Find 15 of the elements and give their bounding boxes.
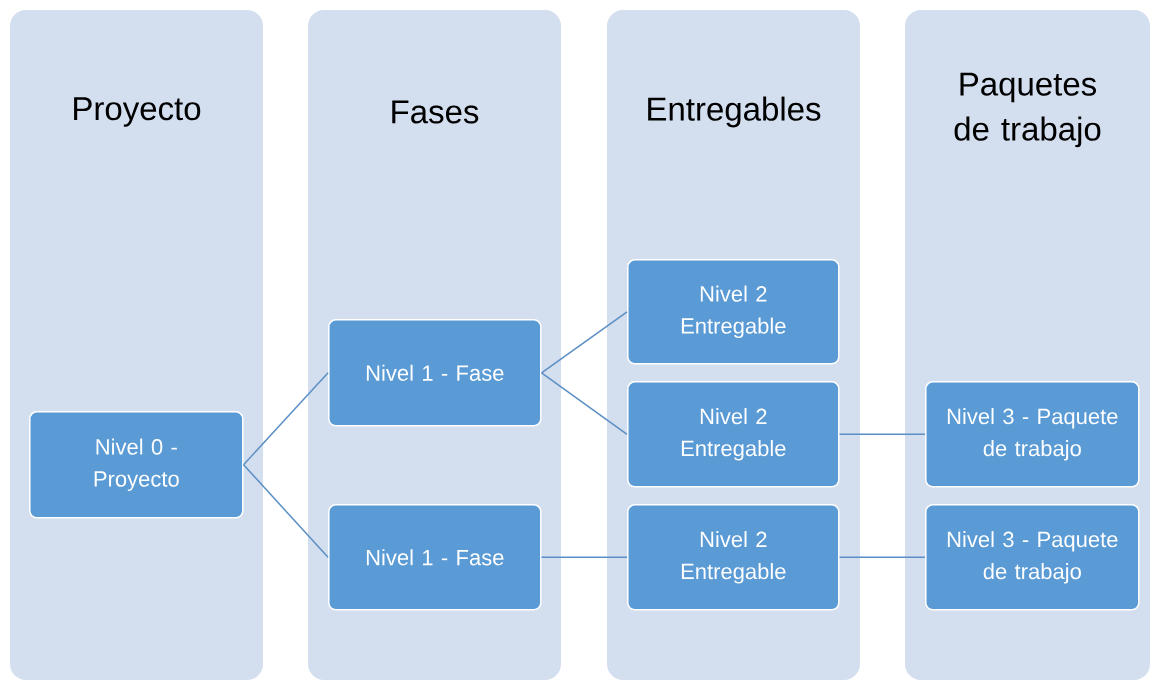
connector-line — [540, 372, 628, 436]
connector-line — [838, 556, 926, 559]
process-box: Nivel 1 - Fase — [328, 504, 542, 611]
process-box: Nivel 2 Entregable — [627, 381, 840, 488]
process-box: Nivel 0 - Proyecto — [29, 411, 244, 519]
process-box: Nivel 1 - Fase — [328, 319, 542, 427]
connector-line — [540, 311, 628, 374]
connector-line — [242, 464, 329, 559]
process-box: Nivel 2 Entregable — [627, 504, 840, 611]
process-box: Nivel 3 - Paquete de trabajo — [925, 381, 1140, 488]
connector-line — [242, 372, 329, 466]
connector-line — [838, 433, 926, 436]
process-box: Nivel 3 - Paquete de trabajo — [925, 504, 1140, 611]
connector-line — [540, 556, 628, 559]
process-box: Nivel 2 Entregable — [627, 259, 840, 365]
